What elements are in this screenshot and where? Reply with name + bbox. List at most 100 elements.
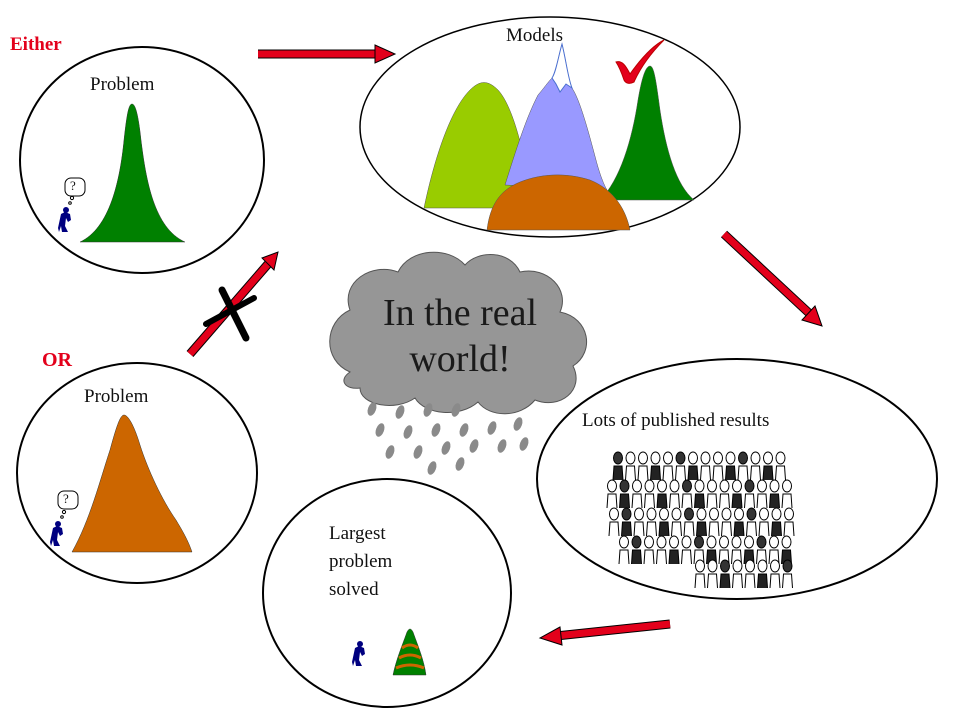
crowd-person-body (631, 493, 643, 509)
raindrops (367, 402, 529, 475)
crowd-person-head (609, 507, 619, 521)
crowd-person-head (782, 479, 792, 493)
crowd-person-head (634, 507, 644, 521)
crowd-person-body (782, 573, 793, 589)
crowd-person-body (771, 521, 782, 537)
crowd-person-body (608, 521, 620, 537)
crowd-person-body (737, 465, 749, 481)
crowd-person-body (631, 549, 642, 565)
small-cone-icon (392, 628, 427, 676)
crowd-person-head (732, 559, 743, 573)
crowd-person-body (708, 521, 720, 537)
problem-label-bottom: Problem (84, 386, 149, 407)
crowd-person-head (632, 479, 642, 493)
crowd-person-head (631, 535, 642, 549)
problem-circle-bottom (16, 362, 258, 584)
crowd-person-body (656, 493, 668, 509)
crowd-person-head (644, 535, 654, 549)
crowd-person-body (675, 465, 686, 481)
crowd-person-head (707, 479, 717, 493)
crowd-person-head (720, 559, 730, 573)
crowd-person-body (700, 465, 711, 481)
crowd-person-body (646, 521, 657, 537)
largest-line-2: problem (329, 551, 393, 572)
crowd-person-head (746, 507, 757, 521)
largest-problem-solved-label: Largest problem solved (329, 520, 449, 604)
crowd-person-head (759, 507, 769, 521)
model-peak-snowcap (551, 42, 574, 93)
crowd-person-head (619, 479, 630, 493)
crowd-person-head (763, 451, 773, 465)
crowd-person-body (671, 521, 682, 537)
problem-peak-orange (71, 414, 193, 553)
crowd-person-body (656, 549, 667, 565)
crowd-person-body (612, 465, 624, 481)
crowd-person-head (695, 559, 705, 573)
crowd-person-head (775, 451, 786, 465)
crowd-person-head (625, 451, 636, 465)
crowd-person-head (688, 451, 698, 465)
crowd-person-body (719, 493, 730, 509)
crowd-person-head (719, 535, 729, 549)
crowd-person-head (769, 535, 779, 549)
crowd-person-body (696, 521, 707, 537)
question-mark-top: ? (70, 178, 76, 193)
crowd-person-body (668, 549, 680, 565)
crowd-person-head (732, 479, 742, 493)
crowd-person-head (638, 451, 648, 465)
crowd-person-body (746, 521, 757, 537)
small-person-icon (352, 641, 365, 666)
cloud-line-2: world! (409, 338, 511, 380)
crowd-person-head (671, 507, 682, 521)
x-mark-icon (203, 286, 257, 342)
crowd-person-head (757, 559, 768, 573)
crowd-person-body (769, 573, 781, 589)
problem-circle-top (19, 46, 265, 274)
crowd-person-body (619, 493, 630, 509)
crowd-person-head (744, 535, 754, 549)
crowd-person-body (756, 493, 768, 509)
crowd-person-head (694, 479, 705, 493)
crowd-person-body (681, 549, 692, 565)
crowd-person-body (744, 573, 756, 589)
crowd-person-head (731, 535, 742, 549)
either-label: Either (10, 34, 62, 55)
crowd-person-body (725, 465, 736, 481)
crowd-person-head (644, 479, 655, 493)
or-label: OR (42, 349, 72, 371)
arrow-problem-to-models (258, 44, 397, 64)
crowd-person-head (782, 559, 793, 573)
crowd-person-body (757, 573, 768, 589)
crowd-person-head (757, 479, 767, 493)
crowd-person-head (738, 451, 748, 465)
crowd-person-body (769, 493, 780, 509)
crowd-person-head (682, 479, 692, 493)
models-label: Models (506, 25, 563, 46)
crowd-person-head (650, 451, 661, 465)
crowd-person-head (719, 479, 730, 493)
crowd-person-head (706, 535, 717, 549)
crowd-person-head (621, 507, 632, 521)
crowd-person-head (744, 479, 755, 493)
storm-cloud (329, 251, 588, 415)
model-peak-darkgreen (599, 65, 695, 201)
crowd-person-head (681, 535, 692, 549)
problem-peak-green (79, 103, 186, 243)
crowd-person-body (637, 465, 649, 481)
crowd-person-head (750, 451, 761, 465)
crowd-person-head (769, 479, 780, 493)
thinking-person-icon (58, 177, 86, 232)
models-ellipse (359, 16, 741, 238)
thinking-person-icon-2 (50, 490, 79, 546)
crowd-person-body (658, 521, 670, 537)
crowd-person-body (650, 465, 661, 481)
crowd-of-people-icon (606, 451, 795, 589)
crowd-person-body (669, 493, 680, 509)
crowd-person-body (625, 465, 636, 481)
crowd-person-head (721, 507, 732, 521)
crowd-person-head (771, 507, 782, 521)
crowd-person-body (732, 573, 743, 589)
crowd-person-body (783, 521, 795, 537)
crowd-person-body (683, 521, 695, 537)
